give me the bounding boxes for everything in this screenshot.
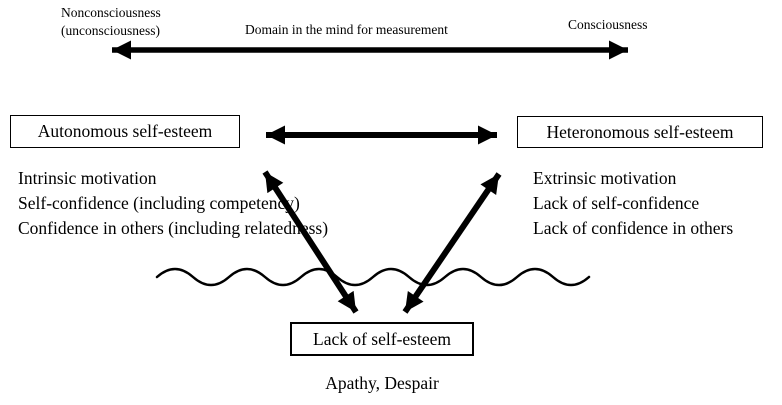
autonomous-trait-list: Intrinsic motivation Self-confidence (in… [18, 166, 328, 241]
autonomous-self-esteem-box: Autonomous self-esteem [10, 115, 240, 148]
nonconsciousness-label-line1: Nonconsciousness [61, 5, 161, 20]
list-item: Lack of confidence in others [533, 218, 734, 238]
domain-label: Domain in the mind for measurement [245, 22, 448, 37]
list-item: Lack of self-confidence [533, 193, 700, 213]
consciousness-label: Consciousness [568, 17, 648, 32]
threshold-wave-line [155, 267, 591, 287]
apathy-despair-label: Apathy, Despair [325, 373, 439, 393]
heteronomous-trait-list: Extrinsic motivation Lack of self-confid… [533, 166, 733, 241]
nonconsciousness-label-line2: (unconsciousness) [61, 23, 160, 38]
list-item: Confidence in others (including relatedn… [18, 218, 329, 238]
nonconsciousness-label: Nonconsciousness (unconsciousness) [61, 4, 161, 40]
list-item: Intrinsic motivation [18, 168, 157, 188]
heteronomous-self-esteem-box: Heteronomous self-esteem [517, 116, 763, 148]
heteronomous-lack-arrow [402, 172, 502, 314]
list-item: Extrinsic motivation [533, 168, 677, 188]
list-item: Self-confidence (including competency) [18, 193, 300, 213]
lack-of-self-esteem-box: Lack of self-esteem [290, 322, 474, 356]
